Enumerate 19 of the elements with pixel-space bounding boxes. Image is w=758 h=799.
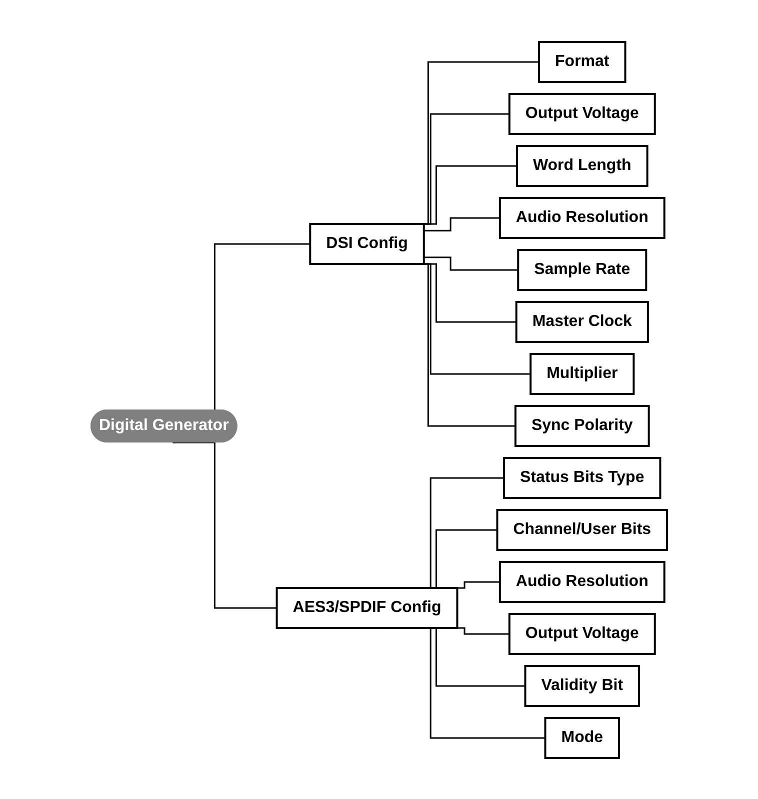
node-box: Format: [538, 40, 626, 83]
node-box: Mode: [544, 716, 620, 758]
node-box: AES3/SPDIF Config: [276, 586, 458, 628]
node-box: Status Bits Type: [503, 456, 662, 498]
node-box: Output Voltage: [508, 92, 656, 134]
node-box: Audio Resolution: [498, 560, 666, 602]
node-box: Validity Bit: [524, 664, 640, 706]
node-box: Sample Rate: [517, 248, 648, 290]
node-box: Multiplier: [530, 352, 635, 394]
node-box: DSI Config: [309, 222, 425, 264]
node-box: Word Length: [516, 144, 648, 186]
connector: [424, 256, 518, 270]
connector: [424, 216, 500, 231]
node-box: Channel/User Bits: [496, 508, 668, 550]
node-box: Audio Resolution: [498, 196, 666, 238]
node-box: Sync Polarity: [514, 404, 650, 446]
connector: [172, 441, 277, 608]
node-box: Output Voltage: [508, 612, 656, 654]
node-box: Master Clock: [515, 300, 649, 342]
